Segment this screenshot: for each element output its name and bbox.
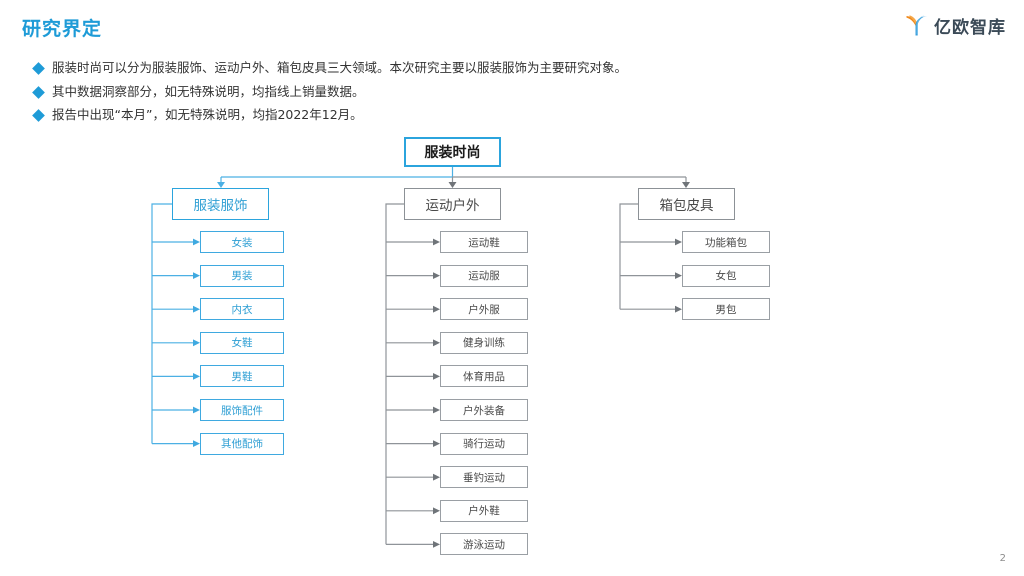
brand-logo: 亿欧智库 <box>904 12 1006 38</box>
yiou-y-logo-icon <box>906 15 928 36</box>
bullet-text: 服装时尚可以分为服装服饰、运动户外、箱包皮具三大领域。本次研究主要以服装服饰为主… <box>52 60 628 75</box>
diagram-leaf-apparel-3[interactable]: 内衣 <box>200 298 284 321</box>
diagram-leaf-bags-3[interactable]: 男包 <box>682 298 770 321</box>
diagram-leaf-bags-2[interactable]: 女包 <box>682 264 770 287</box>
diagram-leaf-apparel-6[interactable]: 服饰配件 <box>200 399 284 421</box>
list-item: 其中数据洞察部分，如无特殊说明，均指线上销量数据。 <box>32 83 984 99</box>
diagram-leaf-apparel-1[interactable]: 女装 <box>200 231 284 253</box>
bullet-text: 其中数据洞察部分，如无特殊说明，均指线上销量数据。 <box>52 83 365 99</box>
diagram-leaf-apparel-5[interactable]: 男鞋 <box>200 365 284 388</box>
diagram-leaf-apparel-7[interactable]: 其他配饰 <box>200 432 284 455</box>
page-number: 2 <box>999 553 1006 564</box>
diagram-leaf-sports-10[interactable]: 游泳运动 <box>440 533 528 556</box>
diagram-leaf-apparel-2[interactable]: 男装 <box>200 264 284 287</box>
diagram-leaf-sports-1[interactable]: 运动鞋 <box>440 231 528 253</box>
bullet-text: 报告中出现“本月”，如无特殊说明，均指2022年12月。 <box>52 107 363 122</box>
diagram-leaf-sports-3[interactable]: 户外服 <box>440 298 528 321</box>
diagram-leaf-bags-1[interactable]: 功能箱包 <box>682 231 770 253</box>
diagram-root-node[interactable]: 服装时尚 <box>404 137 501 167</box>
list-item: 服装时尚可以分为服装服饰、运动户外、箱包皮具三大领域。本次研究主要以服装服饰为主… <box>32 60 984 75</box>
diagram-leaf-sports-9[interactable]: 户外鞋 <box>440 499 528 522</box>
diagram-leaf-sports-7[interactable]: 骑行运动 <box>440 432 528 455</box>
diagram-leaf-sports-4[interactable]: 健身训练 <box>440 331 528 354</box>
diagram-leaf-sports-2[interactable]: 运动服 <box>440 264 528 287</box>
diagram-leaf-apparel-4[interactable]: 女鞋 <box>200 331 284 354</box>
page-title: 研究界定 <box>22 18 103 40</box>
logo-text: 亿欧智库 <box>934 17 1006 38</box>
diagram-leaf-sports-5[interactable]: 体育用品 <box>440 365 528 388</box>
diagram-branch-head-sports[interactable]: 运动户外 <box>404 188 501 220</box>
list-item: 报告中出现“本月”，如无特殊说明，均指2022年12月。 <box>32 107 984 122</box>
bullet-list: 服装时尚可以分为服装服饰、运动户外、箱包皮具三大领域。本次研究主要以服装服饰为主… <box>32 60 984 131</box>
diagram-branch-head-apparel[interactable]: 服装服饰 <box>172 188 269 220</box>
diagram-leaf-sports-6[interactable]: 户外装备 <box>440 399 528 421</box>
diagram-leaf-sports-8[interactable]: 垂钓运动 <box>440 466 528 489</box>
diagram-branch-head-bags[interactable]: 箱包皮具 <box>638 188 735 220</box>
